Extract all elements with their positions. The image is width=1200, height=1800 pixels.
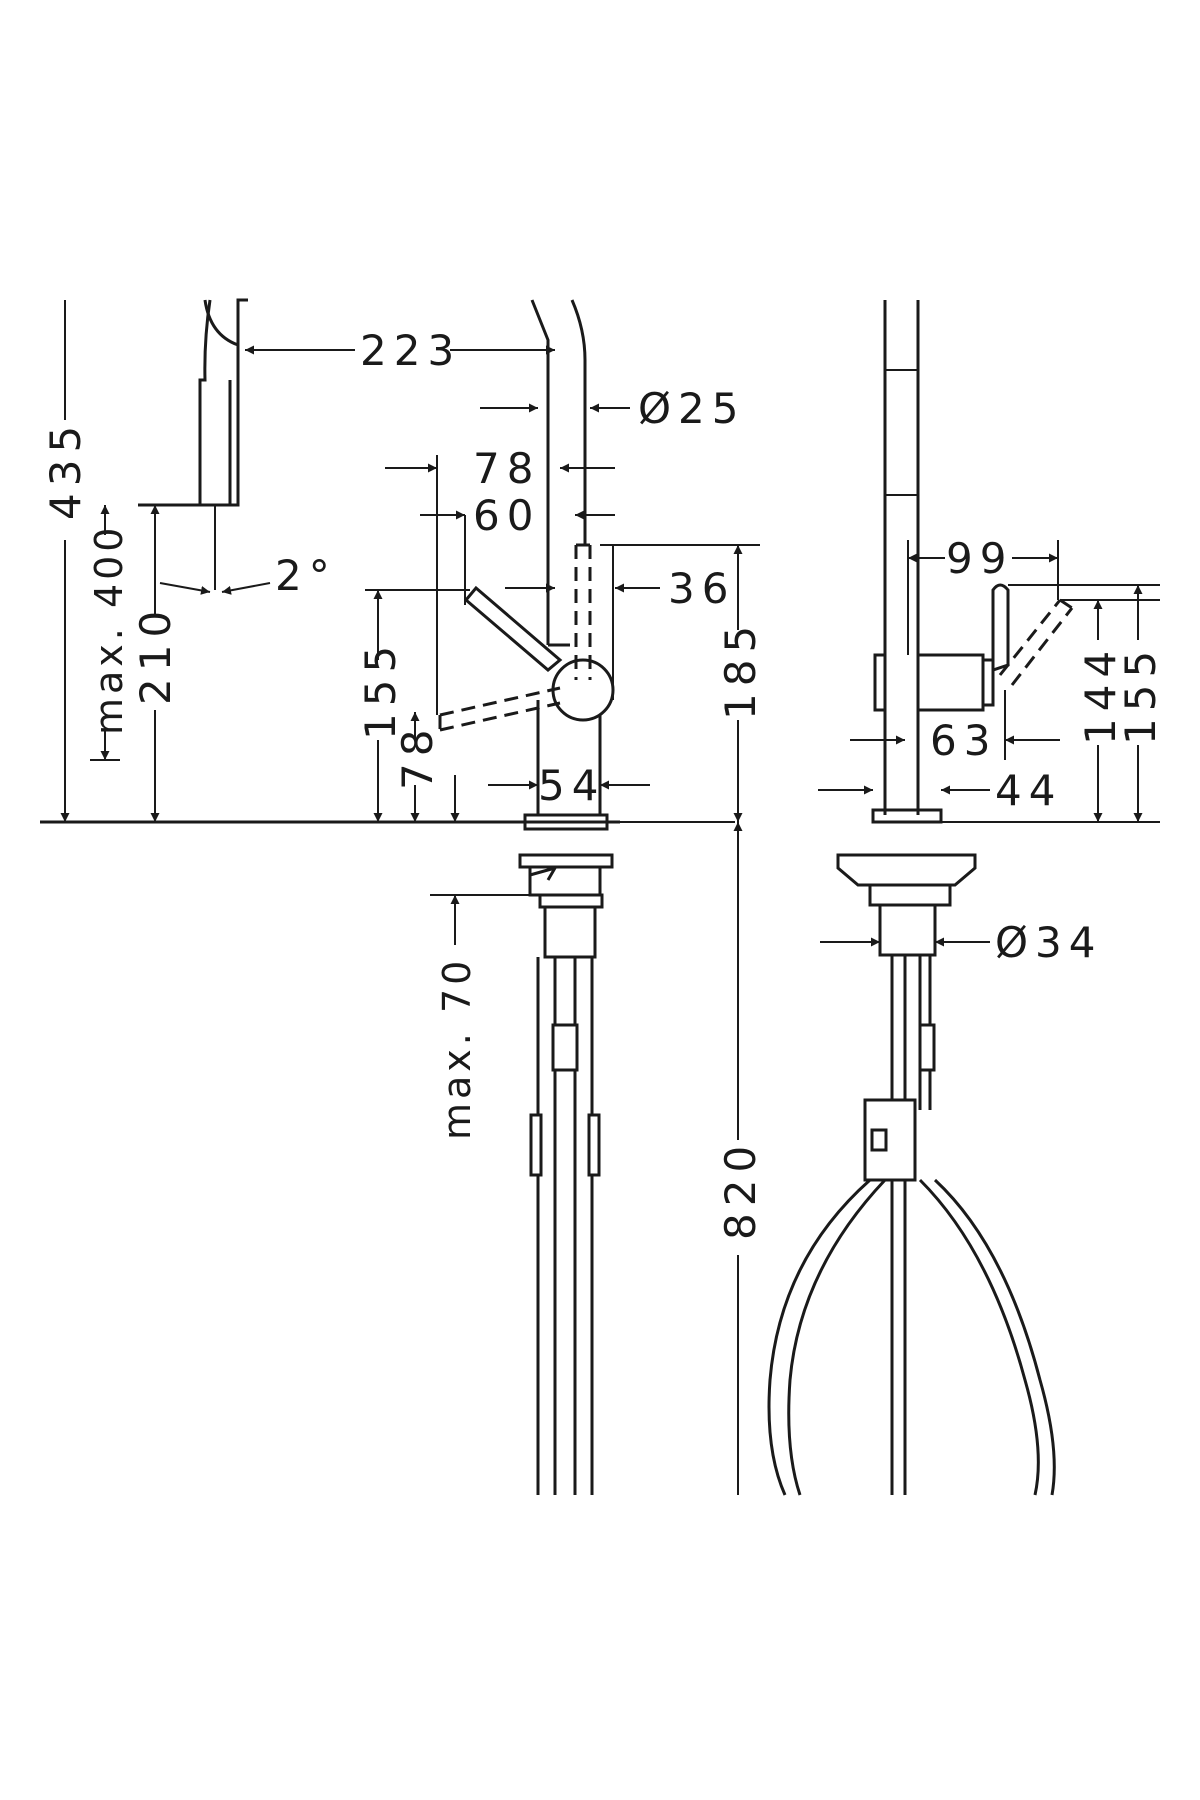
dim-44-label: 44 (995, 766, 1062, 815)
dim-max400-label: max. 400 (87, 524, 131, 735)
dim-max70-label: max. 70 (435, 957, 479, 1140)
dim-25-label: Ø25 (638, 384, 746, 433)
dim-155-left-label: 155 (356, 639, 405, 740)
dim-155-left: 155 (356, 589, 470, 822)
dim-99: 99 (907, 534, 1059, 655)
dim-435-label: 435 (41, 419, 90, 520)
dim-210: 210 (131, 505, 180, 822)
dim-155-right-label: 155 (1116, 644, 1165, 745)
dim-144-label: 144 (1076, 644, 1125, 745)
dim-54: 54 (488, 761, 650, 810)
dim-36: 36 (505, 545, 735, 700)
dim-60: 60 (420, 491, 615, 605)
dim-max400: max. 400 (87, 505, 131, 761)
dim-223-label: 223 (360, 326, 461, 375)
dim-820-label: 820 (716, 1139, 765, 1240)
dim-34-label: Ø34 (995, 918, 1103, 967)
dim-99-label: 99 (946, 534, 1013, 583)
dim-44: 44 (818, 766, 1062, 815)
dim-78-left-label: 78 (393, 723, 442, 790)
dim-144: 144 (1060, 599, 1160, 822)
dim-223: 223 (245, 326, 555, 375)
dim-max70: max. 70 (430, 894, 545, 1140)
dim-2deg: 2° (159, 551, 337, 600)
dim-63: 63 (850, 690, 1060, 765)
faucet-front-view (438, 299, 615, 1495)
dim-435: 435 (41, 300, 90, 822)
dim-25: Ø25 (480, 384, 746, 433)
faucet-side-view (767, 300, 1074, 1496)
dim-36-label: 36 (668, 564, 735, 613)
dim-820: 820 (716, 822, 765, 1495)
dim-155-right: 155 (941, 584, 1165, 823)
dim-2deg-label: 2° (275, 551, 337, 600)
dim-78-top: 78 (385, 444, 615, 715)
spout-profile-left (138, 298, 248, 590)
dim-185: 185 (600, 544, 765, 822)
dim-54-label: 54 (538, 761, 605, 810)
dim-63-label: 63 (930, 716, 997, 765)
dim-60-label: 60 (473, 491, 540, 540)
dim-210-label: 210 (131, 604, 180, 705)
dim-78-top-label: 78 (473, 444, 540, 493)
dim-34: Ø34 (820, 918, 1103, 967)
dim-185-label: 185 (716, 619, 765, 720)
dim-78-left: 78 (393, 712, 460, 822)
